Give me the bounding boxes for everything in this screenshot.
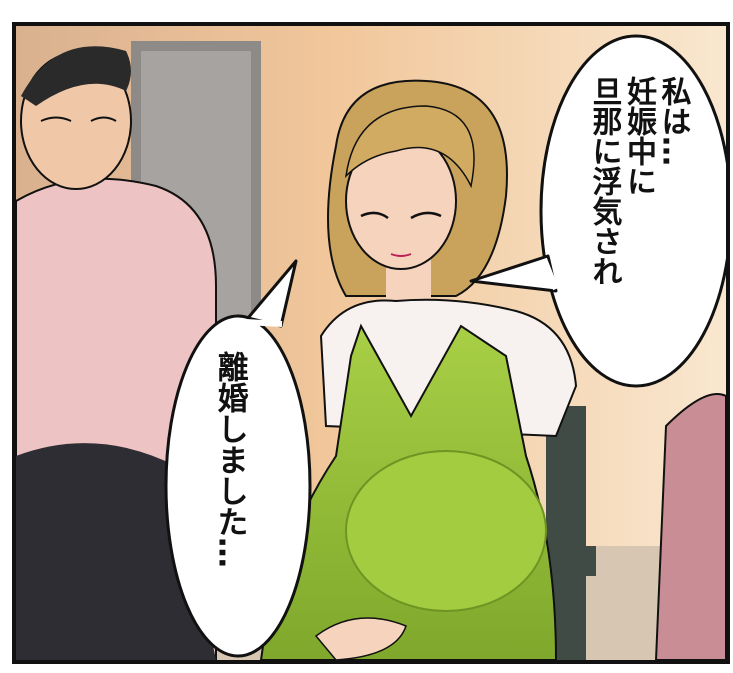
pregnant-belly <box>345 450 547 612</box>
dialogue-right-line-2: 妊娠中に <box>621 76 656 196</box>
manga-panel: 私は… 妊娠中に 旦那に浮気され 離婚しました… <box>12 22 730 664</box>
man-figure <box>16 46 217 660</box>
woman-figure <box>259 79 578 660</box>
dialogue-right-line-3: 旦那に浮気され <box>586 76 622 286</box>
dialogue-right: 私は… 妊娠中に 旦那に浮気され <box>586 76 691 376</box>
partial-figure-right <box>654 393 726 660</box>
speech-bubble-left <box>164 259 312 658</box>
speech-bubble-right <box>469 34 726 388</box>
illustration <box>16 26 726 660</box>
dialogue-right-line-1: 私は… <box>655 76 691 166</box>
dialogue-left: 離婚しました… <box>211 351 248 641</box>
dialogue-left-line-1: 離婚しました… <box>211 351 248 568</box>
